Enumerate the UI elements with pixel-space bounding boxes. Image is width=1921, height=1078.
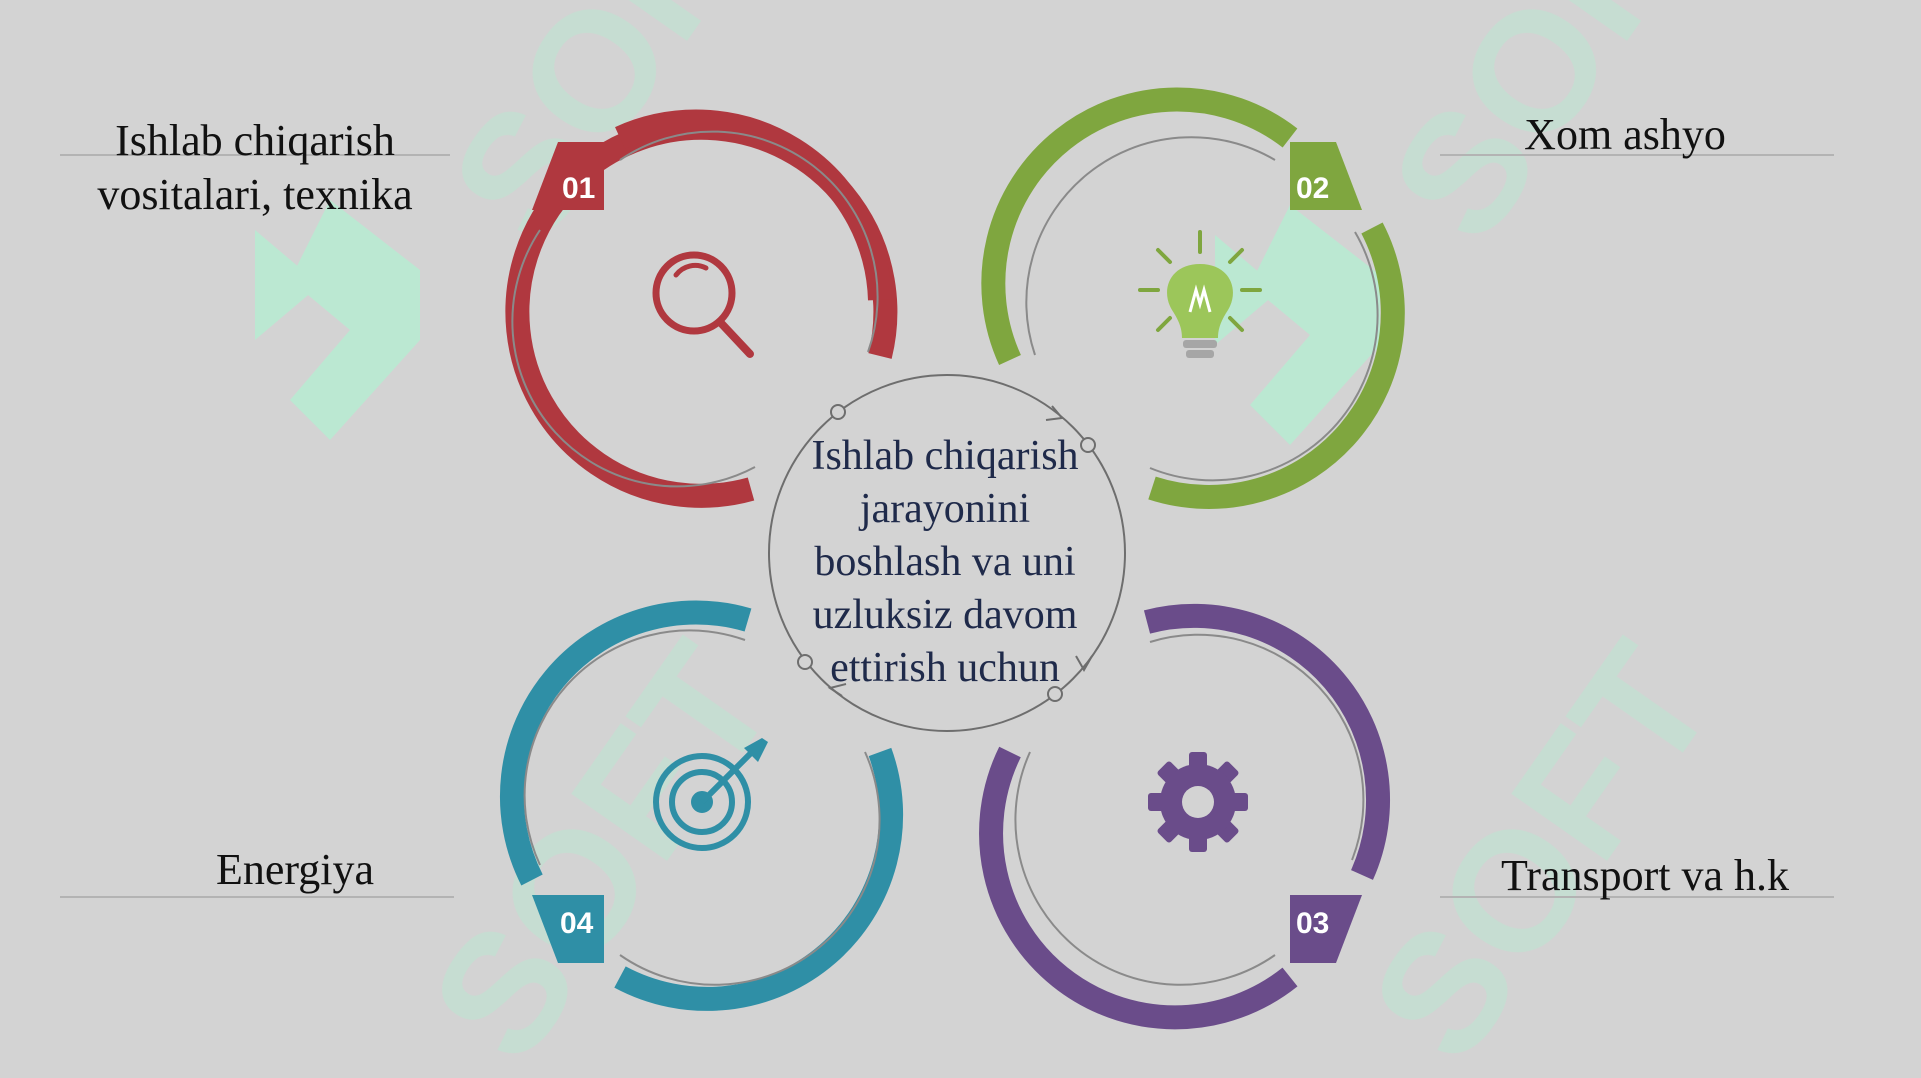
cycle-arrow-icon — [827, 683, 847, 697]
watermark-logo-mark — [1215, 205, 1380, 445]
center-text: Ishlab chiqarish jarayonini boshlash va … — [811, 433, 1079, 691]
label-rule-03 — [1440, 896, 1834, 898]
label-rule-02 — [1440, 154, 1834, 156]
ring-04-inner-arc — [523, 629, 746, 866]
ring-02-side-arc — [1148, 222, 1405, 509]
gear-icon — [1148, 752, 1248, 852]
ring-01-inner-arc — [619, 130, 879, 353]
ring-02-outer-arc — [981, 87, 1298, 365]
cycle-node — [830, 404, 846, 420]
item-02-label: Xom ashyo — [1524, 110, 1726, 159]
watermark-text: SOFT — [1334, 612, 1750, 1078]
cycle-arrow-icon — [1045, 405, 1064, 421]
badge-01 — [532, 142, 604, 210]
target-icon — [653, 738, 768, 851]
item-04-label: Energiya — [215, 845, 375, 894]
ring-04-lower-arc — [614, 747, 904, 1011]
lightbulb-icon — [1138, 230, 1262, 358]
cycle-arrow-icon — [1075, 655, 1093, 673]
watermark-logo-mark — [255, 200, 420, 440]
ring-03-inner-arc — [1014, 751, 1276, 986]
ring-03-outer-arc — [1143, 603, 1391, 880]
ring-01: 01 — [505, 109, 898, 508]
badge-03-number: 03 — [1296, 907, 1329, 940]
cycle-node — [1080, 437, 1096, 453]
badge-03 — [1290, 895, 1362, 963]
magnifier-icon — [652, 251, 754, 358]
ring-04-outer-arc — [499, 600, 752, 886]
item-01-label: Ishlab chiqarish vositalari, texnika — [97, 116, 413, 219]
center-circle — [768, 374, 1126, 732]
cycle-node — [1047, 686, 1063, 702]
ring-01-inner-arc — [511, 229, 756, 488]
center-cycle — [768, 374, 1126, 732]
ring-02-inner-arc — [1025, 136, 1276, 356]
badge-02-number: 02 — [1296, 172, 1329, 205]
cycle-node — [797, 654, 813, 670]
ring-03-lower-arc — [979, 746, 1298, 1030]
label-rule-01 — [60, 154, 450, 156]
badge-04 — [532, 895, 604, 963]
ring-02: 02 — [981, 87, 1405, 509]
ring-04: 04 — [499, 600, 904, 1011]
ring-02-inner-arc — [1149, 231, 1379, 482]
badge-04-number: 04 — [560, 907, 594, 940]
ring-03-inner-arc — [1149, 633, 1365, 861]
label-rule-04 — [60, 896, 454, 898]
badge-02 — [1290, 142, 1362, 210]
badge-01-number: 01 — [562, 172, 595, 205]
item-03-label: Transport va h.k — [1500, 851, 1790, 900]
ring-03: 03 — [979, 603, 1391, 1030]
ring-04-inner-arc — [619, 751, 881, 986]
